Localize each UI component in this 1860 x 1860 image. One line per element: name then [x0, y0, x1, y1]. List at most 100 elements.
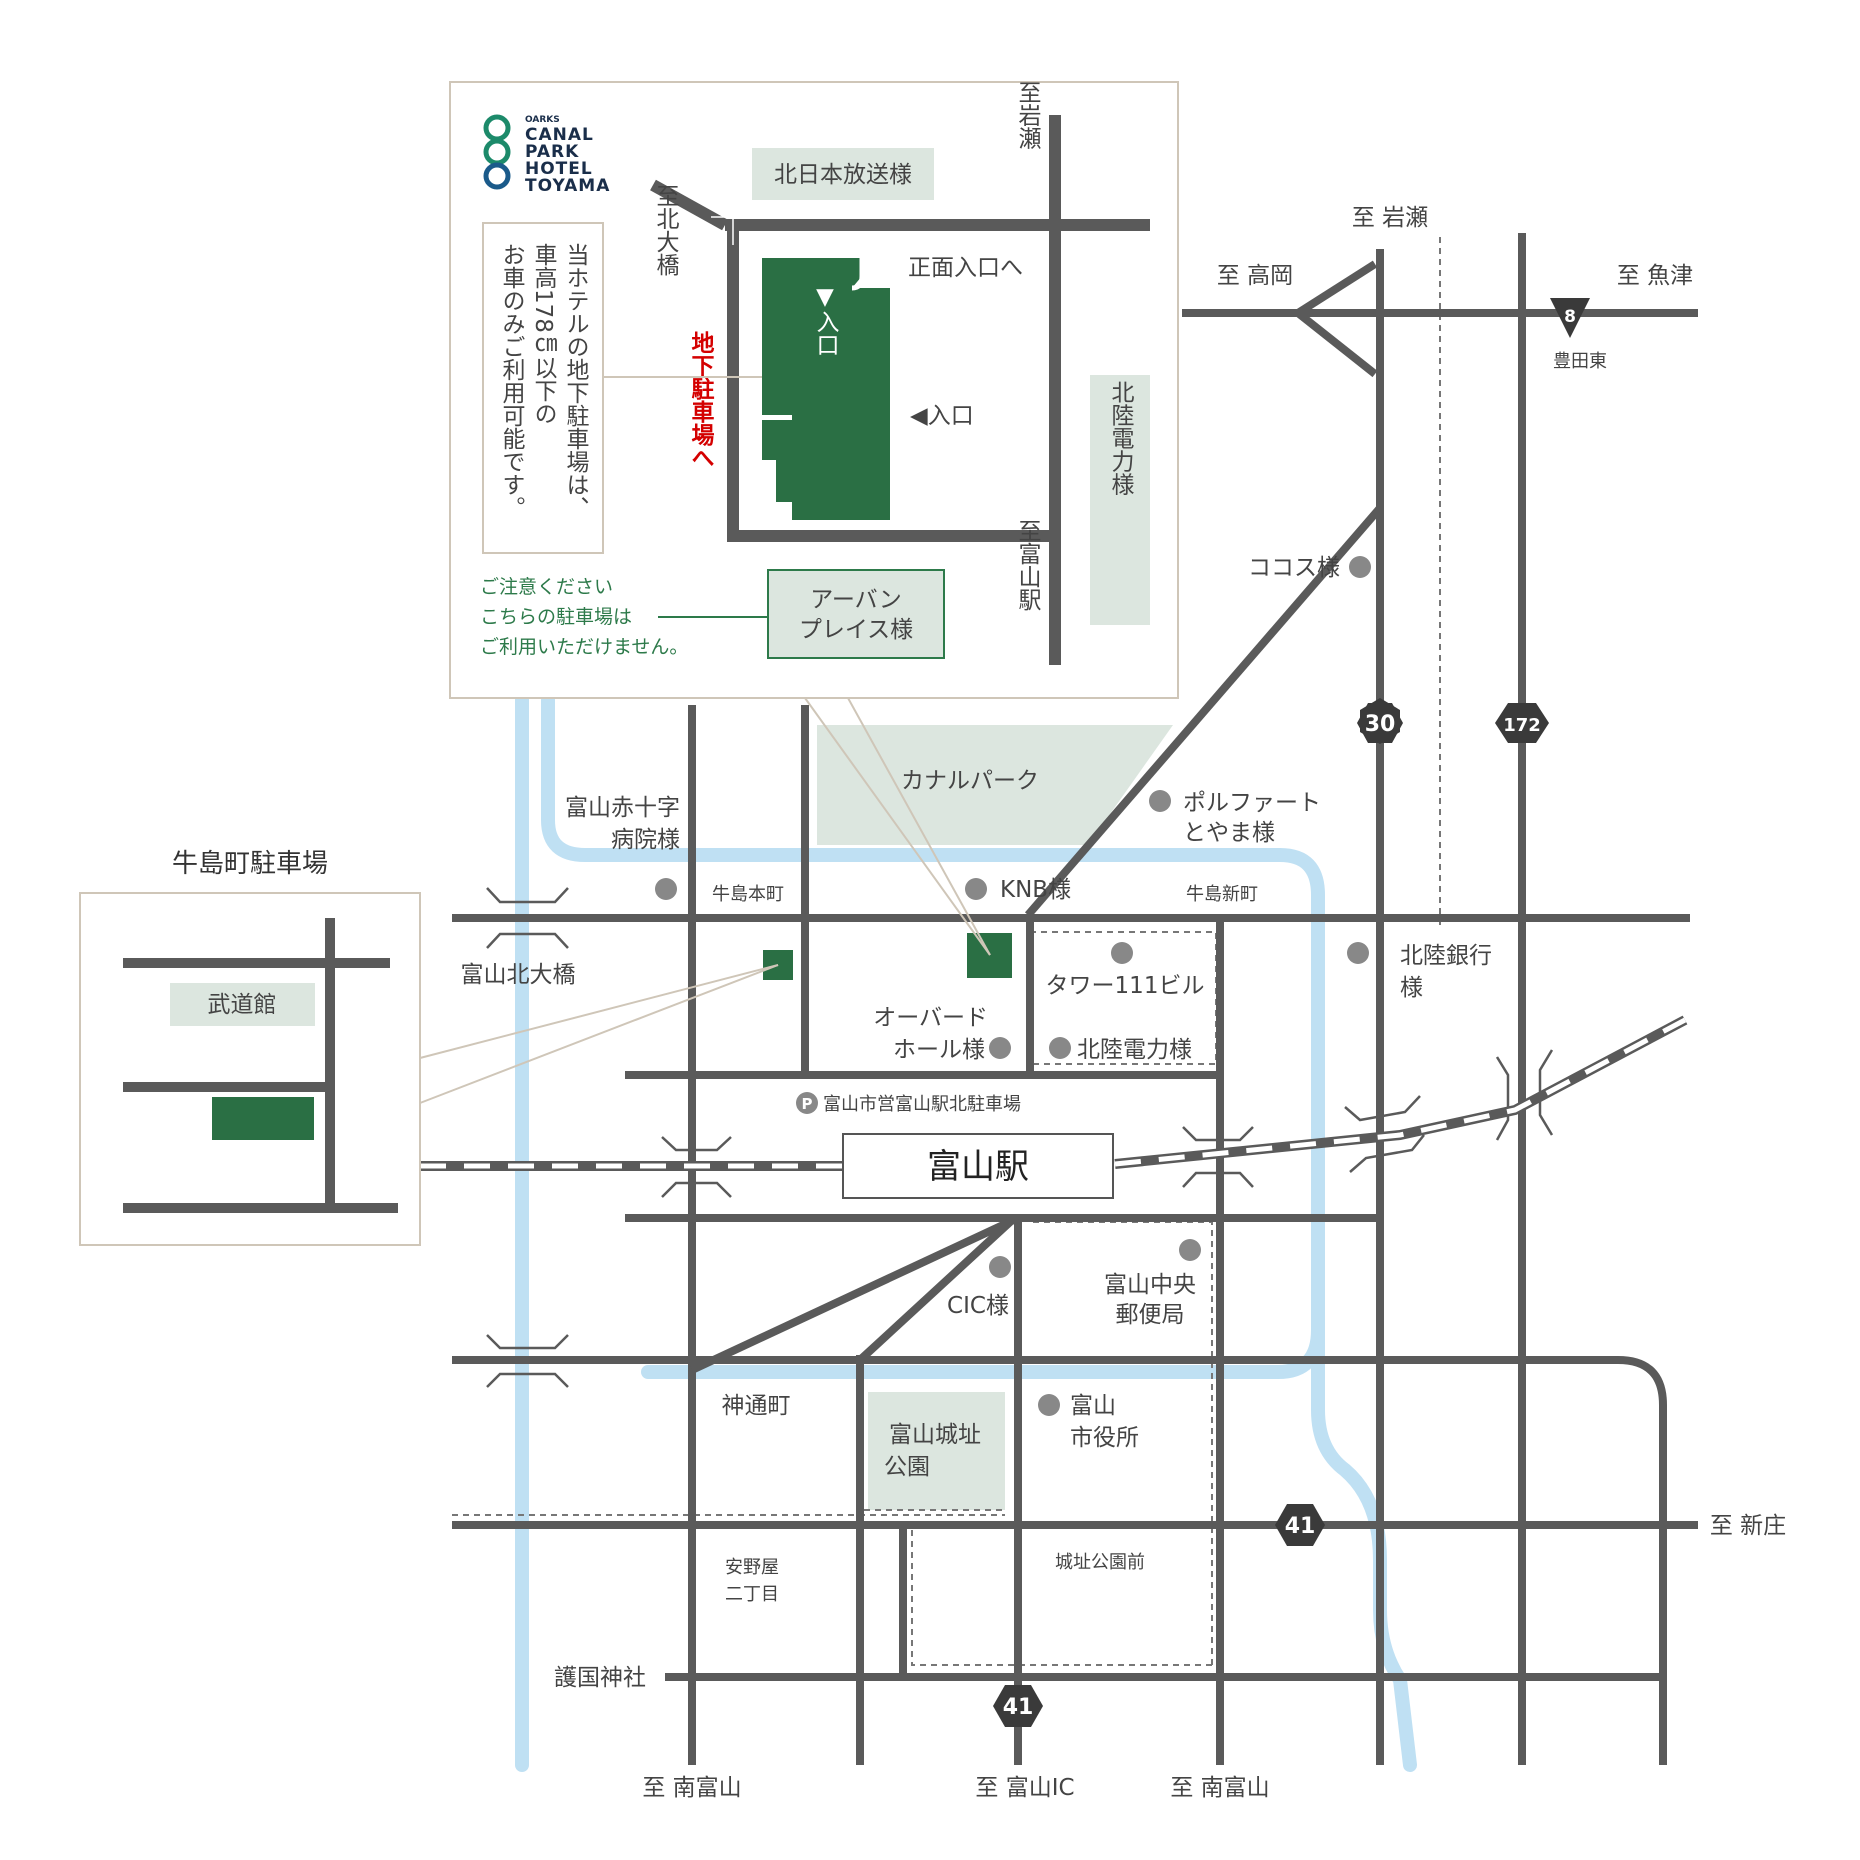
front-entrance-label: 正面入口へ [908, 255, 1023, 281]
orbard-label-1: オーバード [873, 1005, 988, 1031]
urban-place-line-1: アーバン [810, 587, 902, 613]
caution-line-1: ご注意ください [480, 576, 613, 598]
hokuriku-denryoku-inset-label: 北陸電力様 [1107, 381, 1135, 496]
route-172-shield: 172 [1495, 703, 1549, 743]
caution-line-3: ご利用いただけません。 [480, 636, 688, 658]
hotel-marker [967, 933, 1012, 978]
route-172-number: 172 [1503, 715, 1541, 736]
cic-label: CIC様 [947, 1293, 1009, 1319]
station-north-parking-label: 富山市営富山駅北駐車場 [823, 1094, 1021, 1115]
red-cross-label-2: 病院様 [611, 827, 680, 853]
logo-line-1: CANAL [525, 125, 594, 145]
railway [420, 1015, 1688, 1171]
to-iwase-top-label: 至岩瀬 [1014, 81, 1042, 150]
hokuriku-denryoku-label: 北陸電力様 [1077, 1037, 1192, 1063]
areas [817, 725, 1173, 1510]
ushijima-honmachi-label: 牛島本町 [712, 884, 784, 905]
caution-line-2: こちらの駐車場は [480, 606, 632, 628]
entrance-side-label: ◀入口 [910, 403, 974, 429]
route-41-east-shield: 41 [1275, 1504, 1325, 1546]
post-office-label-1: 富山中央 [1104, 1272, 1196, 1298]
hotel-note-line-2: 車高178㎝以下の [530, 243, 557, 425]
borfert-label-1: ポルファート [1183, 790, 1321, 816]
logo-line-4: TOYAMA [525, 176, 610, 196]
gokoku-label: 護国神社 [554, 1665, 646, 1691]
hokunichi-label: 北日本放送様 [774, 162, 912, 188]
post-office-label-2: 郵便局 [1116, 1302, 1185, 1328]
city-hall-label-1: 富山 [1070, 1393, 1116, 1419]
ushijima-inset-roads [123, 918, 398, 1213]
anoya-label-2: 二丁目 [725, 1584, 779, 1605]
ushijima-parking-title: 牛島町駐車場 [172, 849, 328, 879]
toyama-station-box [842, 1133, 1114, 1199]
to-minamitoyama-right-label: 至 南富山 [1170, 1775, 1269, 1801]
anoya-label-1: 安野屋 [725, 1557, 779, 1578]
hokunichi-area [752, 148, 934, 200]
logo-line-2: PARK [525, 142, 579, 162]
castle-park-mae-label: 城址公園前 [1055, 1552, 1145, 1573]
to-uozu-label: 至 魚津 [1617, 263, 1693, 289]
callout-connectors [419, 697, 991, 1104]
castle-park-label-2: 公園 [884, 1454, 930, 1480]
budokan-area [170, 983, 315, 1026]
budokan-label: 武道館 [208, 992, 277, 1018]
tower111-label: タワー111ビル [1046, 973, 1205, 999]
logo-line-3: HOTEL [525, 159, 593, 179]
parking-icon [796, 1092, 818, 1114]
city-hall-label-2: 市役所 [1070, 1425, 1139, 1451]
toyama-station-label: 富山駅 [927, 1147, 1029, 1187]
to-iwase-label: 至 岩瀬 [1352, 205, 1428, 231]
toyotahigashi-label: 豊田東 [1553, 351, 1607, 372]
red-cross-label-1: 富山赤十字 [565, 795, 680, 821]
route-8-shield: 8 [1550, 298, 1590, 338]
canal-park-area [817, 725, 1173, 845]
hokuriku-bank-label-1: 北陸銀行 [1400, 943, 1492, 969]
to-shinjo-label: 至 新庄 [1710, 1513, 1786, 1539]
orbard-label-2: ホール様 [893, 1037, 985, 1063]
hotel-note-line-1: 当ホテルの地下駐車場は、 [562, 243, 590, 519]
knb-label: KNB様 [1000, 877, 1071, 903]
route-30-shield: 30 [1357, 698, 1403, 744]
river-itachi [1311, 1323, 1417, 1772]
bridge-markers [486, 887, 1554, 1388]
hokuriku-denryoku-inset-area [1090, 375, 1150, 625]
route-41-south-shield: 41 [993, 1685, 1043, 1727]
route-8-number: 8 [1564, 307, 1576, 327]
hotel-note-box [482, 222, 604, 554]
roads [452, 233, 1698, 1765]
castle-park-area [868, 1392, 1005, 1510]
urban-place-box [767, 569, 945, 659]
inset-roads [650, 115, 1150, 665]
entrance-vertical-label: ▼入口 [812, 284, 840, 356]
underground-parking-label: 地下駐車場へ [687, 331, 715, 469]
logo-oarks: OARKS [525, 115, 560, 125]
ushijima-parking-lot [212, 1097, 314, 1140]
hotel-logo: OARKS CANAL PARK HOTEL TOYAMA [483, 114, 610, 196]
borfert-label-2: とやま様 [1183, 820, 1275, 846]
rivers [515, 693, 1417, 1772]
canal-park-label: カナルパーク [901, 768, 1039, 794]
to-takaoka-label: 至 高岡 [1217, 263, 1293, 289]
ushijima-shinmachi-label: 牛島新町 [1186, 884, 1258, 905]
hotel-note-line-3: お車のみご利用可能です。 [498, 243, 526, 519]
to-toyama-ic-label: 至 富山IC [975, 1775, 1074, 1801]
poi-dots [655, 556, 1371, 1416]
parking-icon-letter: P [802, 1095, 813, 1113]
ushijima-inset-frame [79, 892, 421, 1246]
route-41-south-number: 41 [1003, 1695, 1034, 1720]
castle-park-label-1: 富山城址 [889, 1422, 981, 1448]
inset-road-markings [711, 200, 880, 245]
cocos-label: ココス様 [1248, 555, 1340, 581]
hokuriku-bank-label-2: 様 [1400, 975, 1423, 1001]
route-41-east-number: 41 [1285, 1514, 1316, 1539]
jinzu-label: 神通町 [722, 1393, 791, 1419]
urban-place-line-2: プレイス様 [799, 617, 913, 643]
to-toyama-station-inset-label: 至富山駅 [1014, 519, 1042, 611]
to-kitaohashi-label: 至北大橋 [652, 184, 680, 276]
route-30-number: 30 [1365, 712, 1396, 737]
to-minamitoyama-left-label: 至 南富山 [642, 1775, 741, 1801]
toyama-kitaohashi-label: 富山北大橋 [461, 962, 576, 988]
hotel-building [762, 258, 890, 520]
logo-knot-icon [483, 114, 511, 190]
